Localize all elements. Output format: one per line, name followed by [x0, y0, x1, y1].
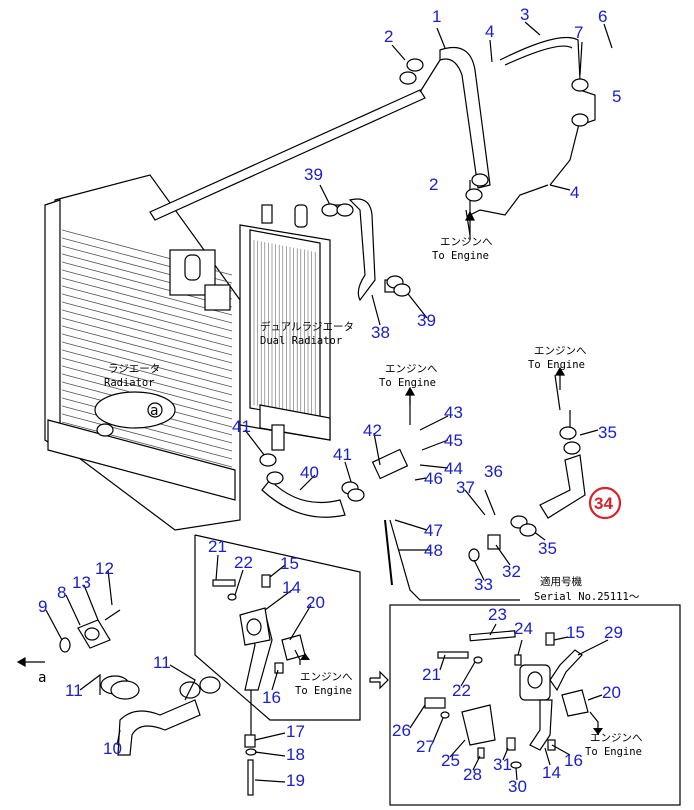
callout-30: 30 — [508, 777, 527, 796]
dual-radiator — [239, 204, 331, 451]
pipe-48 — [384, 519, 393, 586]
serial-label-en: Serial No.25111～ — [534, 591, 640, 603]
pipe-14-inset — [529, 699, 553, 751]
callout-11-b: 11 — [65, 681, 83, 700]
gasket-20-inset — [561, 689, 589, 717]
callout-38: 38 — [371, 323, 390, 342]
callout-numbers: 1 2 3 4 5 6 7 2 4 39 38 39 43 42 45 41 4… — [38, 5, 623, 796]
callout-21-b: 21 — [422, 665, 441, 684]
callout-20-b: 20 — [602, 683, 621, 702]
to-engine-en-4: To Engine — [295, 685, 352, 697]
highlight-circle — [588, 486, 622, 520]
hose-10 — [117, 699, 201, 756]
callout-16-b: 16 — [564, 751, 583, 770]
callout-17: 17 — [286, 722, 305, 741]
callout-43: 43 — [444, 403, 463, 422]
callout-27: 27 — [416, 737, 435, 756]
ref-a-lower: a — [38, 670, 46, 686]
callout-34: 34 — [594, 494, 613, 513]
callout-12: 12 — [95, 559, 114, 578]
callout-3: 3 — [520, 5, 529, 24]
callout-35-top: 35 — [598, 423, 617, 442]
callout-45: 45 — [444, 431, 463, 450]
callout-25: 25 — [441, 751, 460, 770]
callout-33: 33 — [474, 575, 493, 594]
hose-34 — [539, 454, 586, 519]
to-engine-jp-2: エンジンへ — [385, 363, 438, 375]
callout-8: 8 — [57, 583, 66, 602]
callout-42: 42 — [363, 421, 382, 440]
callout-29: 29 — [604, 623, 623, 642]
callout-41-a: 41 — [232, 417, 251, 436]
callout-13: 13 — [72, 573, 91, 592]
callout-5: 5 — [612, 87, 621, 106]
callout-24: 24 — [514, 619, 533, 638]
callout-14-a: 14 — [282, 578, 301, 597]
to-engine-jp-5: エンジンへ — [590, 732, 643, 744]
serial-inset-box — [389, 604, 681, 806]
callout-46: 46 — [424, 469, 443, 488]
upper-hose — [439, 46, 491, 189]
callout-26: 26 — [392, 721, 411, 740]
callout-18: 18 — [286, 745, 305, 764]
callout-19: 19 — [286, 771, 305, 790]
to-engine-jp-3: エンジンへ — [534, 345, 587, 357]
callout-10: 10 — [103, 739, 122, 758]
callout-14-b: 14 — [542, 763, 561, 782]
callout-23: 23 — [488, 605, 507, 624]
to-engine-jp-1: エンジンへ — [440, 236, 493, 248]
to-engine-en-1: To Engine — [432, 250, 489, 262]
to-engine-jp-4: エンジンへ — [300, 671, 353, 683]
callout-35-bot: 35 — [538, 539, 557, 558]
callout-16-a: 16 — [262, 688, 281, 707]
callout-22-a: 22 — [234, 553, 253, 572]
callout-40: 40 — [300, 463, 319, 482]
hose-40 — [261, 479, 346, 518]
callout-1: 1 — [432, 7, 441, 26]
highlighted-callout: 34 — [588, 486, 622, 520]
upper-pipe — [499, 37, 581, 81]
callout-6: 6 — [598, 7, 607, 26]
callout-48: 48 — [424, 541, 443, 560]
callout-20-a: 20 — [306, 593, 325, 612]
callout-11-a: 11 — [153, 653, 171, 672]
gasket-20 — [281, 634, 306, 661]
dual-radiator-label-jp: デュアルラジエータ — [260, 320, 354, 333]
callout-9: 9 — [38, 597, 47, 616]
callout-2-mid: 2 — [429, 175, 438, 194]
callout-41-b: 41 — [333, 445, 352, 464]
radiator — [44, 174, 241, 531]
to-engine-en-5: To Engine — [585, 746, 642, 758]
callout-2-top: 2 — [384, 27, 393, 46]
dual-radiator-label-en: Dual Radiator — [260, 335, 342, 347]
callout-39-top: 39 — [304, 165, 323, 184]
callout-39-mid: 39 — [417, 311, 436, 330]
callout-4-top: 4 — [485, 22, 494, 41]
callout-15-b: 15 — [566, 623, 585, 642]
callout-7: 7 — [574, 23, 583, 42]
ref-a-label: a — [150, 403, 158, 419]
callout-15-a: 15 — [280, 554, 299, 573]
to-engine-en-3: To Engine — [528, 359, 585, 371]
hose-38 — [348, 198, 376, 302]
callout-37: 37 — [456, 478, 475, 497]
callout-47: 47 — [424, 521, 443, 540]
radiator-label-en: Radiator — [104, 377, 155, 389]
callout-21-a: 21 — [208, 537, 227, 556]
callout-31: 31 — [493, 755, 512, 774]
radiator-label-jp: ラジエータ — [108, 363, 160, 375]
callout-44: 44 — [444, 459, 463, 478]
callout-22-b: 22 — [452, 681, 471, 700]
callout-28: 28 — [463, 765, 482, 784]
to-engine-en-2: To Engine — [379, 377, 436, 389]
callout-4-mid: 4 — [570, 183, 579, 202]
callout-32: 32 — [502, 562, 521, 581]
serial-label-jp: 適用号機 — [540, 575, 582, 588]
callout-36: 36 — [484, 462, 503, 481]
